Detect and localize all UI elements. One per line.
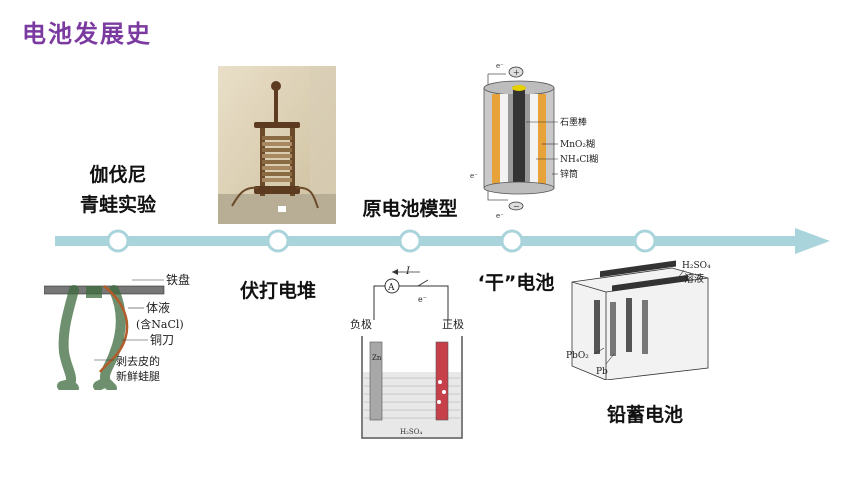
- frog-leg1: 剥去皮的: [116, 354, 160, 368]
- dry-e-bottom: e⁻: [496, 212, 504, 220]
- timeline-node-galvani: [106, 229, 130, 253]
- frog-copper: 铜刀: [150, 332, 174, 347]
- dry-minus: −: [513, 202, 520, 211]
- lead-acid-solution: 溶液: [684, 272, 704, 285]
- lead-acid-diagram: H₂SO₄ 溶液 PbO₂ Pb: [566, 256, 716, 380]
- galvanic-acid: H₂SO₄: [400, 428, 422, 436]
- frog-leg-diagram: 铁盘 体液 (含NaCl) 铜刀 剥去皮的 新鲜蛙腿: [44, 262, 204, 390]
- label-galvani: 伽伐尼 青蛙实验: [58, 160, 178, 220]
- lead-acid-pbo2: PbO₂: [566, 351, 589, 361]
- galvanic-ammeter: A: [387, 283, 395, 293]
- dry-mno2: MnO₂糊: [560, 138, 595, 150]
- timeline-node-volta: [266, 229, 290, 253]
- label-lead: 铅蓄电池: [606, 404, 683, 426]
- frog-fluid: 体液: [146, 300, 170, 315]
- galvanic-zn: Zn: [372, 354, 382, 362]
- timeline-node-primary: [398, 229, 422, 253]
- label-primary: 原电池模型: [362, 198, 458, 220]
- timeline-node-dry: [500, 229, 524, 253]
- copper-knife: [99, 285, 129, 373]
- dry-zinc: 锌筒: [560, 168, 578, 180]
- label-galvani-line1: 伽伐尼: [89, 164, 147, 186]
- frog-fluid-note: (含NaCl): [136, 317, 184, 331]
- galvanic-current: I: [405, 266, 411, 277]
- dry-graphite: 石墨棒: [560, 116, 587, 128]
- page-title: 电池发展史: [22, 19, 152, 48]
- pile-discs: [262, 136, 292, 182]
- frog-leg2: 新鲜蛙腿: [116, 369, 160, 383]
- label-volta: 伏打电堆: [239, 280, 316, 302]
- galvanic-neg: 负极: [350, 317, 372, 331]
- lead-acid-acid: H₂SO₄: [682, 261, 711, 271]
- volta-pile-photo: [218, 66, 336, 224]
- timeline-arrowhead: [795, 228, 830, 254]
- label-galvani-line2: 青蛙实验: [79, 194, 156, 216]
- lead-acid-pb: Pb: [596, 367, 608, 377]
- frog-iron: 铁盘: [166, 272, 190, 287]
- dry-e-left: e⁻: [470, 172, 478, 180]
- dry-e-top: e⁻: [496, 62, 504, 70]
- galvanic-cell-diagram: A I e⁻ 负极 正极 Zn H₂SO₄: [348, 262, 478, 448]
- dry-nh4cl: NH₄Cl糊: [560, 153, 598, 165]
- timeline-node-lead: [633, 229, 657, 253]
- galvanic-electron: e⁻: [418, 295, 427, 304]
- galvanic-pos: 正极: [442, 317, 464, 331]
- dry-cell-diagram: + e⁻ e⁻ − e⁻ 石墨棒 MnO₂糊 NH₄Cl糊 锌筒: [466, 58, 616, 222]
- label-dry: ‘干”电池: [477, 272, 555, 294]
- dry-plus: +: [513, 68, 520, 77]
